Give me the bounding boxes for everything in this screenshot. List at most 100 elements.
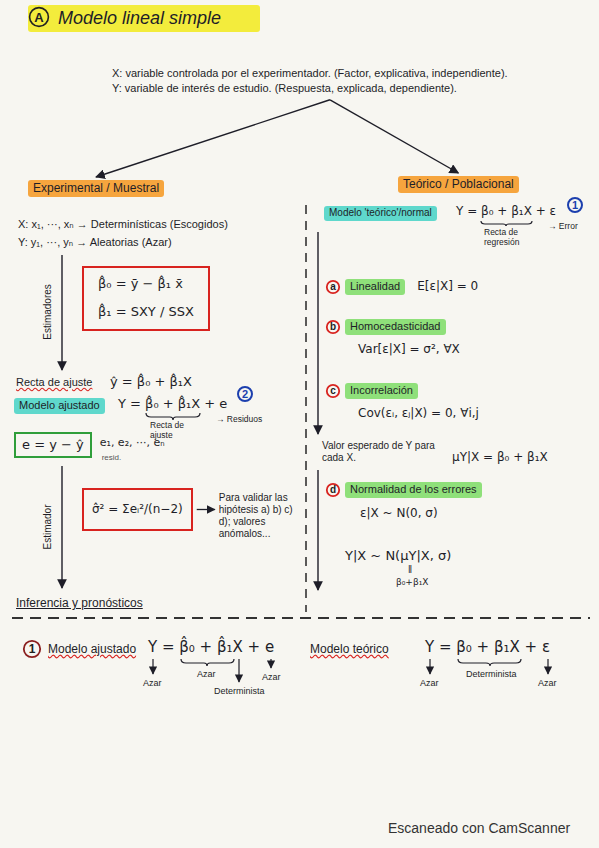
note-text: Y = β₀ + β₁X + ε	[425, 638, 550, 656]
note-text: Recta de ajuste	[16, 376, 92, 389]
dashed-divider	[305, 205, 307, 612]
note-text: Y = β₀ + β₁X + ε	[456, 204, 556, 218]
pointer-arrow	[429, 659, 430, 674]
formula-text: β̂₁ = SXY / SSX	[98, 304, 194, 320]
callout-circle: 2	[236, 385, 254, 403]
node-text: Homocedasticidad	[350, 320, 441, 334]
note-text: Cov(εᵢ, εⱼ|X) = 0, ∀i,j	[358, 406, 479, 420]
definition-block: X: variable controlada por el experiment…	[112, 66, 594, 97]
callout-number: 1	[572, 200, 578, 211]
note-text: Azar	[420, 678, 439, 689]
callout-number: 1	[29, 643, 36, 655]
title-highlight	[28, 5, 260, 32]
note-text: Azar	[262, 672, 281, 683]
note-text: e₁, e₂, ···, eₙ	[100, 436, 165, 449]
note-text: Determinista	[214, 686, 265, 697]
formula-box: e = y − ŷ	[14, 432, 92, 458]
note-text: Estimadores	[42, 284, 54, 340]
branch-arrow	[330, 100, 458, 173]
note-text: ŷ = β̂₀ + β̂₁X	[110, 374, 192, 390]
dashed-divider	[12, 617, 590, 619]
note-text: Inferencia y pronósticos	[16, 596, 143, 610]
formula-box: β̂₀ = ȳ − β̂₁ x̄ β̂₁ = SXY / SSX	[82, 266, 210, 331]
formula-text: σ̂² = Σeᵢ²/(n−2)	[92, 502, 183, 517]
note-text: resid.	[102, 453, 122, 463]
circle-outline	[327, 281, 339, 293]
callout-circle: c	[325, 383, 341, 399]
callout-circle: 1	[566, 196, 584, 214]
callout-number: 2	[242, 389, 248, 400]
pointer-arrow	[270, 659, 271, 668]
note-text: Y = β̂₀ + β̂₁X + e	[148, 638, 274, 656]
circle-outline	[24, 641, 40, 657]
flow-arrow	[61, 255, 62, 370]
watermark-text: Escaneado con CamScanner	[388, 820, 570, 837]
pointer-arrow	[197, 509, 215, 510]
note-text: Estimador	[42, 504, 54, 549]
node-text: X: variable controlada por el experiment…	[112, 66, 594, 81]
note-text: μY|X = β₀ + β₁X	[452, 450, 548, 464]
note-text: Var[ε|X] = σ², ∀X	[358, 342, 460, 356]
underbrace	[181, 659, 234, 666]
circle-outline	[327, 385, 339, 397]
node-text: Modelo 'teórico'/normal	[329, 207, 432, 220]
circle-outline	[238, 387, 252, 401]
callout-number: a	[330, 282, 336, 292]
note-text: Valor esperado de Y para cada X.	[322, 440, 444, 464]
node-text: Incorrelación	[350, 384, 413, 398]
note-text: Recta de regresión	[484, 227, 534, 247]
note-text: Azar	[538, 678, 557, 689]
highlight-band: Normalidad de los errores	[345, 482, 482, 498]
flow-arrow	[317, 232, 318, 434]
flow-arrow	[317, 470, 318, 590]
callout-circle: d	[325, 482, 341, 498]
underbrace	[458, 659, 521, 666]
pointer-arrow	[547, 659, 548, 674]
underbrace	[146, 413, 200, 420]
note-text: → Residuos	[216, 414, 262, 424]
formula-box: σ̂² = Σeᵢ²/(n−2)	[82, 488, 193, 531]
node-text: Normalidad de los errores	[350, 483, 477, 497]
note-text: Determinista	[466, 669, 517, 680]
note-text: Modelo teórico	[310, 642, 389, 656]
note-text: X: x₁, ···, xₙ → Determinísticas (Escogi…	[18, 218, 228, 231]
circle-outline	[327, 321, 339, 333]
note-text: Modelo ajustado	[48, 642, 136, 656]
node-text: Linealidad	[350, 280, 400, 294]
highlight-band: Homocedasticidad	[345, 319, 446, 335]
note-text: β₀+β₁X	[396, 577, 428, 588]
title-text: Modelo lineal simple	[58, 8, 221, 30]
callout-circle: b	[325, 319, 341, 335]
circle-outline	[30, 8, 49, 27]
callout-number: d	[330, 485, 336, 495]
underbrace	[481, 221, 532, 226]
pointer-arrow	[238, 659, 239, 682]
note-text: Para validar las hipótesis a) b) c) d); …	[219, 492, 300, 540]
note-text: Azar	[143, 678, 162, 689]
highlight-band: Teórico / Poblacional	[398, 176, 519, 193]
note-text: ‖	[408, 564, 412, 576]
formula-text: β̂₀ = ȳ − β̂₁ x̄	[98, 276, 194, 292]
circle-outline	[568, 198, 582, 212]
note-text: Y: y₁, ···, yₙ → Aleatorias (Azar)	[18, 236, 172, 249]
node-text: Y: variable de interés de estudio. (Resp…	[112, 81, 594, 96]
node-text: Teórico / Poblacional	[403, 177, 514, 192]
note-text: Y = β̂₀ + β̂₁X + e	[118, 396, 227, 412]
note-text: Azar	[197, 669, 216, 680]
callout-number: b	[330, 322, 336, 332]
note-text: ε|X ~ N(0, σ)	[360, 506, 438, 520]
node-text: Modelo ajustado	[19, 399, 100, 413]
circle-outline	[327, 484, 339, 496]
note-text: E[ε|X] = 0	[417, 279, 478, 293]
pointer-arrow	[152, 659, 153, 674]
callout-circle: A	[28, 6, 50, 28]
highlight-band: Linealidad	[345, 279, 405, 295]
callout-circle: a	[325, 279, 341, 295]
note-text: → Error	[548, 221, 578, 231]
highlight-band: Modelo ajustado	[14, 398, 105, 414]
highlight-band: Modelo 'teórico'/normal	[324, 206, 437, 221]
branch-arrow	[96, 100, 330, 177]
callout-number: A	[34, 11, 43, 24]
